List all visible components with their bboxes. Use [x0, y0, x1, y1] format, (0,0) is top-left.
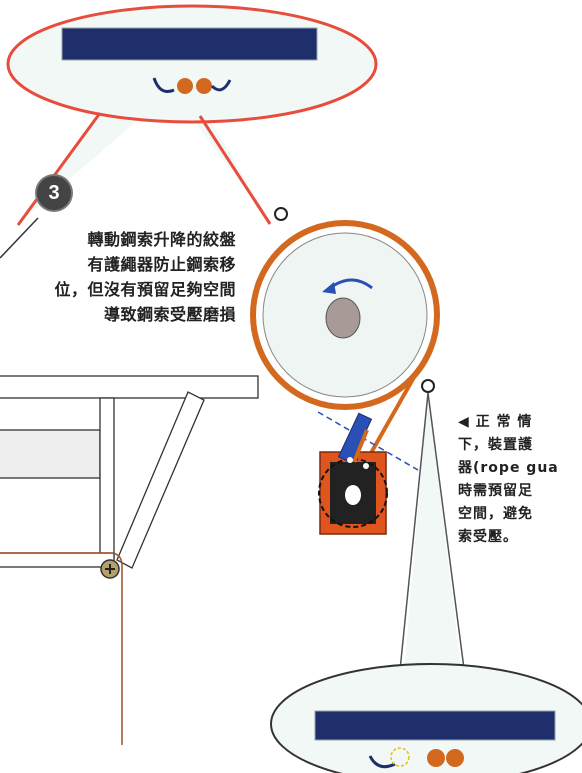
bottom-callout-line-right [427, 392, 467, 685]
rope-guard-sheave [318, 458, 388, 528]
caption-right-line-3: 器(rope gua [458, 460, 559, 476]
top-callout [6, 4, 378, 226]
frame-structure [0, 375, 259, 745]
caption-left: 轉動鋼索升降的絞盤 有護繩器防止鋼索移 位，但沒有預留足夠空間 導致鋼索受壓磨損 [0, 227, 236, 327]
caption-right-line-6: 索受壓。 [458, 529, 518, 545]
frame-diagonal-brace [116, 391, 205, 569]
caption-left-line-4: 導致鋼索受壓磨損 [103, 305, 236, 324]
bottom-callout-bead-1 [427, 749, 445, 767]
rope-guard-rope [352, 429, 369, 463]
drum-hub [325, 297, 361, 339]
left-leader-line [0, 217, 39, 259]
rotation-arrow-icon [322, 278, 373, 294]
rope-guard-roller-2 [363, 463, 369, 469]
bottom-callout-strip [314, 710, 556, 741]
frame-panel [0, 429, 101, 479]
top-callout-bead-2 [196, 78, 212, 94]
plus-circle-icon [100, 559, 120, 579]
top-callout-pointer [20, 112, 271, 222]
top-callout-rope-loop [152, 77, 175, 93]
rope-guard-device [317, 411, 419, 535]
frame-bottom-beam [0, 552, 115, 568]
top-callout-rope-tail [210, 79, 232, 92]
frame-rope-line [0, 552, 123, 745]
bottom-callout-slack-ring [390, 747, 410, 767]
top-callout-line-left [16, 112, 102, 226]
rope-guard-roller-1 [347, 457, 353, 463]
rope-guard-hub [345, 485, 361, 505]
bottom-callout-line-left [397, 392, 429, 691]
bottom-callout-rope-loop [368, 755, 396, 769]
bottom-callout-pointer [402, 393, 463, 694]
caption-left-line-2: 有護繩器防止鋼索移 [87, 255, 236, 274]
frame-post [99, 397, 115, 559]
caption-right: ◀ 正 常 情 下，裝置護 器(rope gua 時需預留足 空間，避免 索受壓… [458, 411, 559, 549]
bottom-callout-bead-2 [446, 749, 464, 767]
caption-right-line-2: 下，裝置護 [458, 437, 533, 453]
frame-top-beam [0, 375, 259, 399]
top-callout-balloon [6, 4, 378, 124]
top-callout-line-right [198, 115, 272, 225]
caption-right-line-4: 時需預留足 [458, 483, 533, 499]
guide-ring-right [421, 379, 435, 393]
caption-left-line-1: 轉動鋼索升降的絞盤 [87, 230, 236, 249]
step-number-badge: 3 [37, 176, 71, 210]
top-callout-strip [61, 27, 318, 61]
caption-right-line-1: ◀ 正 常 情 [458, 414, 533, 430]
descending-rope [365, 371, 419, 461]
caption-right-line-5: 空間，避免 [458, 506, 533, 522]
caption-left-line-3: 位，但沒有預留足夠空間 [54, 280, 236, 299]
top-callout-bead-1 [177, 78, 193, 94]
guide-ring-top [274, 207, 288, 221]
winch-drum [250, 220, 440, 410]
bottom-callout [270, 392, 582, 773]
